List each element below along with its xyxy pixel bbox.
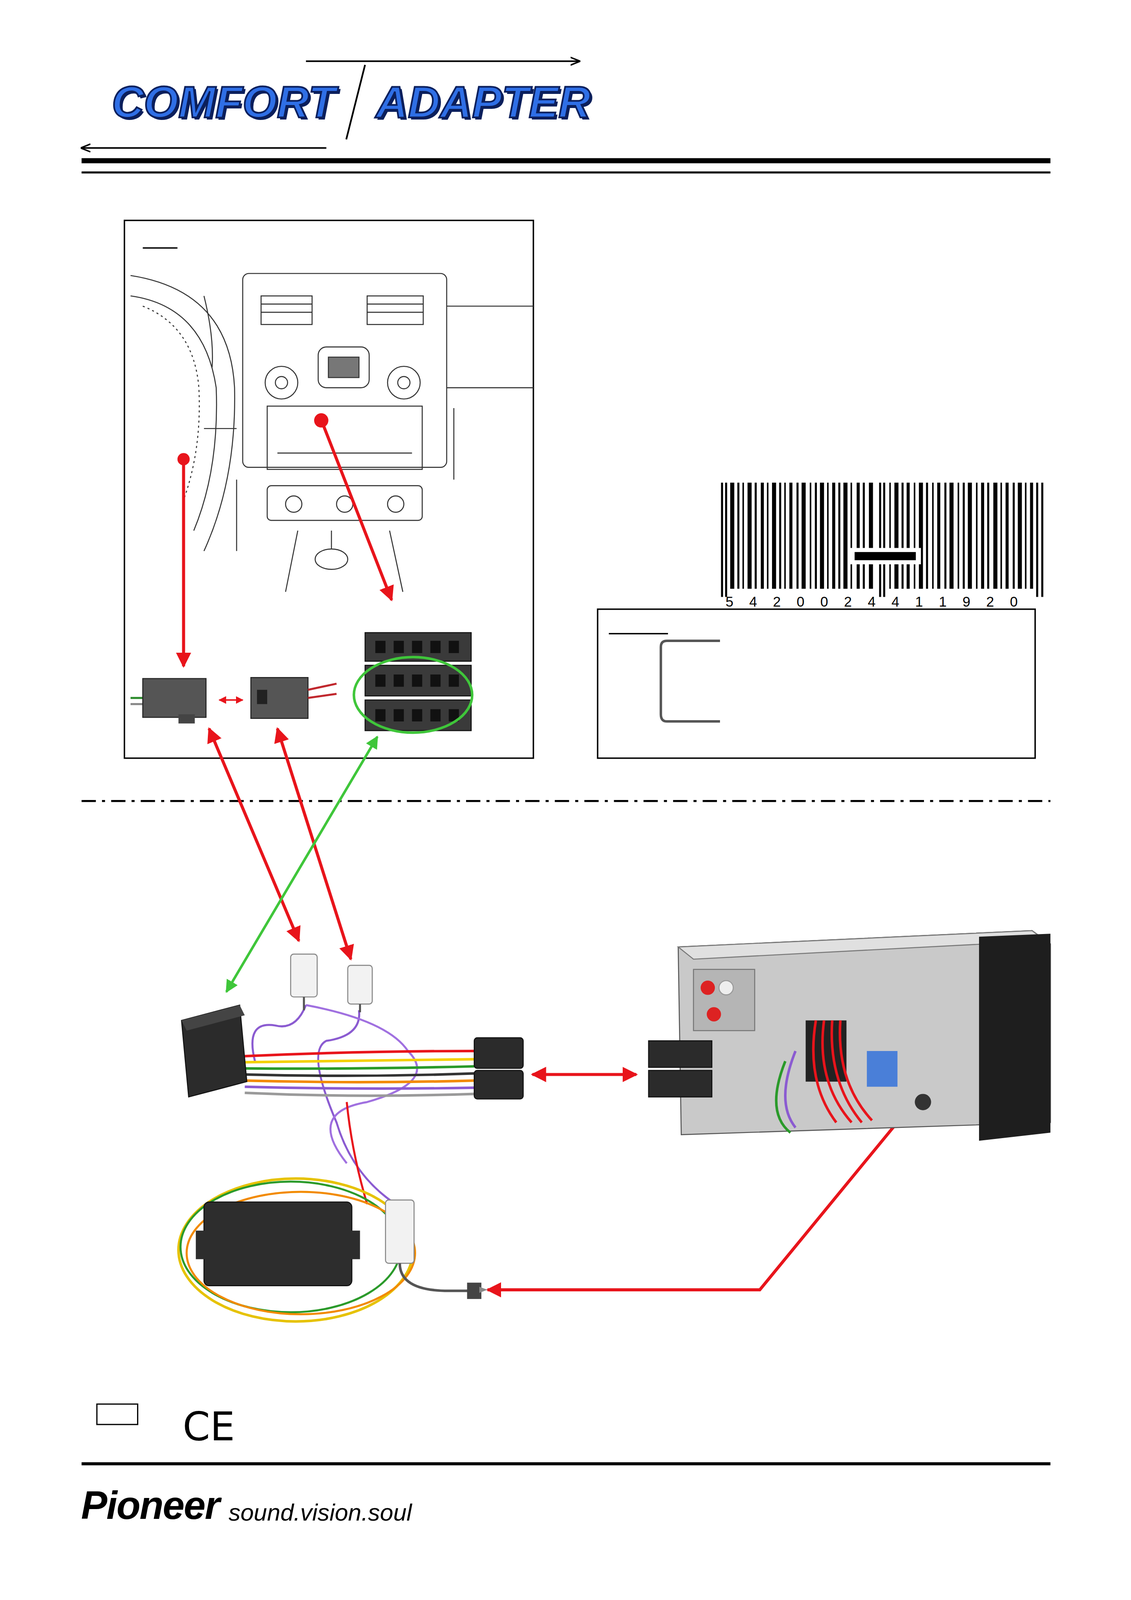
location-dot <box>314 413 329 428</box>
vehicle-connectors <box>130 632 473 733</box>
brand-slogan: sound.vision.soul <box>228 1498 412 1526</box>
panel-heading-rule <box>609 632 669 635</box>
marking-box <box>96 1403 138 1425</box>
header-rule <box>81 157 1051 174</box>
location-arrow <box>322 422 392 601</box>
location-arrow <box>182 460 186 666</box>
removal-key <box>660 640 720 722</box>
separator <box>81 799 1051 802</box>
ce-mark: CE <box>182 1405 235 1449</box>
panel-heading-rule <box>142 247 178 249</box>
head-unit <box>648 930 1051 1141</box>
barcode-number: 5 4 2 0 0 2 4 4 1 1 9 2 0 <box>725 594 1024 610</box>
adapter-harness <box>178 953 524 1322</box>
barcode <box>720 482 1044 598</box>
footer-rule <box>81 1461 1051 1465</box>
vehicle-panel <box>124 220 534 758</box>
brand-logo: Pioneer <box>81 1483 219 1527</box>
tool-panel <box>597 609 1035 758</box>
logo-title: COMFORT ADAPTER <box>111 77 591 127</box>
dashboard-sketch <box>130 273 534 592</box>
